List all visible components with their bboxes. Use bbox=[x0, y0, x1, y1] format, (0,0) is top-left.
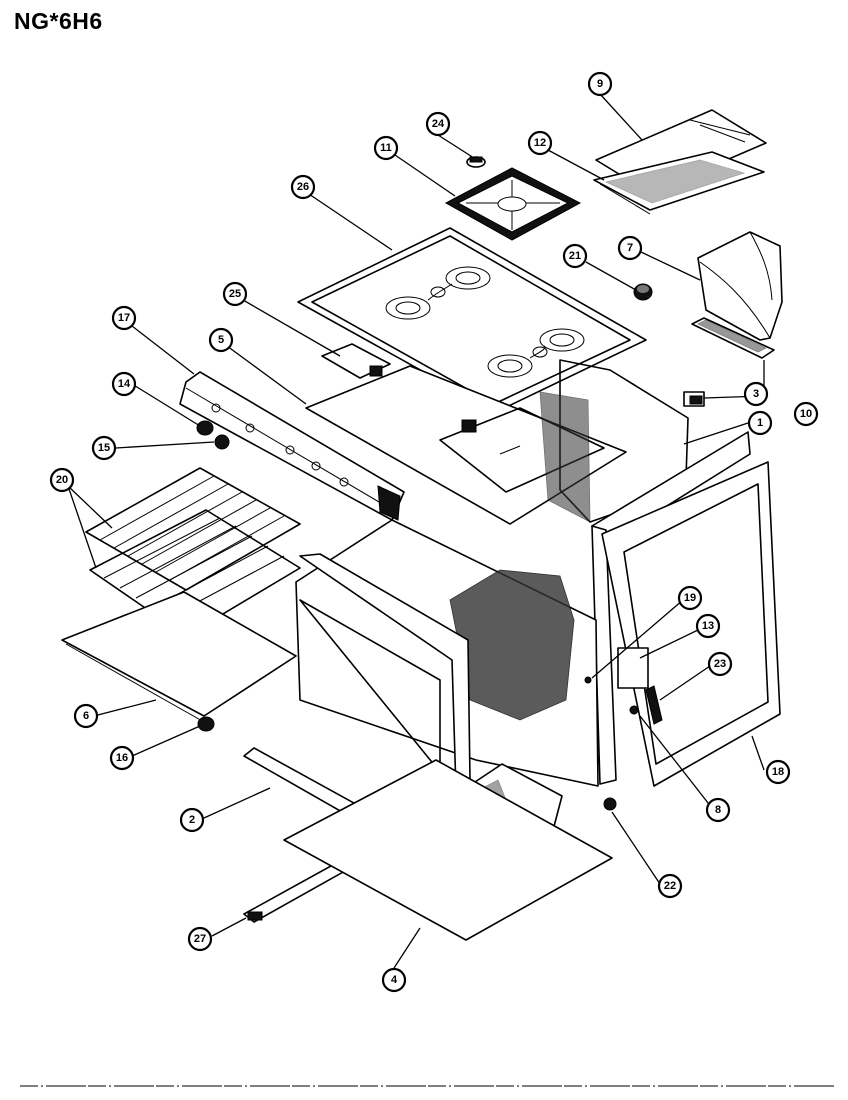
part-25-bracket bbox=[321, 343, 391, 379]
callout-5-label: 5 bbox=[218, 334, 224, 346]
callout-16: 16 bbox=[109, 745, 135, 771]
callout-23: 23 bbox=[707, 651, 733, 677]
callout-3: 3 bbox=[743, 381, 769, 407]
model-number-title: NG*6H6 bbox=[14, 8, 103, 34]
callout-15-label: 15 bbox=[98, 442, 110, 454]
callout-22: 22 bbox=[657, 873, 683, 899]
callout-20-label: 20 bbox=[56, 474, 68, 486]
callout-19-label: 19 bbox=[684, 592, 696, 604]
callout-2: 2 bbox=[179, 807, 205, 833]
callout-8: 8 bbox=[705, 797, 731, 823]
part-6-panel bbox=[61, 591, 297, 723]
part-15-knob bbox=[214, 434, 230, 450]
part-12-tray bbox=[593, 151, 765, 215]
part-24-small-part bbox=[466, 156, 486, 168]
callout-23-label: 23 bbox=[714, 658, 726, 670]
part-22-foot bbox=[603, 797, 617, 811]
callout-16-label: 16 bbox=[116, 752, 128, 764]
part-5-burner-box bbox=[305, 365, 627, 525]
callout-3-label: 3 bbox=[753, 388, 759, 400]
callout-8-label: 8 bbox=[715, 804, 721, 816]
part-4-base-pan bbox=[283, 759, 613, 941]
part-3-switch bbox=[683, 391, 705, 407]
part-18-side-panel bbox=[601, 461, 781, 787]
callout-27: 27 bbox=[187, 926, 213, 952]
callout-6-label: 6 bbox=[83, 710, 89, 722]
callout-26-label: 26 bbox=[297, 181, 309, 193]
callout-15: 15 bbox=[91, 435, 117, 461]
callout-6: 6 bbox=[73, 703, 99, 729]
callout-14-label: 14 bbox=[118, 378, 131, 390]
part-11-grate bbox=[444, 167, 582, 241]
part-17-control-panel bbox=[179, 371, 405, 521]
callout-22-label: 22 bbox=[664, 880, 676, 892]
callout-20: 20 bbox=[49, 467, 75, 493]
callout-27-label: 27 bbox=[194, 933, 206, 945]
callout-13-label: 13 bbox=[702, 620, 714, 632]
callout-10: 10 bbox=[793, 401, 819, 427]
part-23-igniter bbox=[645, 685, 663, 725]
callout-25: 25 bbox=[222, 281, 248, 307]
callout-17: 17 bbox=[111, 305, 137, 331]
callout-18: 18 bbox=[765, 759, 791, 785]
callout-24-label: 24 bbox=[432, 118, 445, 130]
callout-26: 26 bbox=[290, 174, 316, 200]
callout-11-label: 11 bbox=[380, 142, 392, 154]
part-7-backguard bbox=[697, 231, 783, 341]
callout-18-label: 18 bbox=[772, 766, 784, 778]
part-16-small-part bbox=[197, 716, 215, 732]
callout-7: 7 bbox=[617, 235, 643, 261]
callout-4-label: 4 bbox=[391, 974, 398, 986]
part-8-clip bbox=[629, 705, 639, 715]
callout-4: 4 bbox=[381, 967, 407, 993]
callout-12: 12 bbox=[527, 130, 553, 156]
part-13-valve bbox=[617, 647, 649, 689]
oven-cavity bbox=[295, 519, 599, 791]
callout-24: 24 bbox=[425, 111, 451, 137]
leader-lines bbox=[67, 93, 765, 969]
part-19-screw bbox=[584, 676, 592, 684]
callout-7-label: 7 bbox=[627, 242, 633, 254]
callout-1-label: 1 bbox=[757, 417, 763, 429]
callout-14: 14 bbox=[111, 371, 137, 397]
callout-1: 1 bbox=[747, 410, 773, 436]
callout-9: 9 bbox=[587, 71, 613, 97]
callout-13: 13 bbox=[695, 613, 721, 639]
part-10-trim bbox=[691, 317, 775, 359]
callout-12-label: 12 bbox=[534, 137, 546, 149]
callout-10-label: 10 bbox=[800, 408, 812, 420]
callout-11: 11 bbox=[373, 135, 399, 161]
callout-2-label: 2 bbox=[189, 814, 195, 826]
part-26-cooktop bbox=[297, 227, 647, 413]
callout-25-label: 25 bbox=[229, 288, 241, 300]
callout-17-label: 17 bbox=[118, 312, 130, 324]
callout-19: 19 bbox=[677, 585, 703, 611]
callout-5: 5 bbox=[208, 327, 234, 353]
callout-21-label: 21 bbox=[569, 250, 581, 262]
part-14-knob bbox=[196, 420, 214, 436]
callout-9-label: 9 bbox=[597, 78, 603, 90]
part-21-small-part bbox=[633, 283, 653, 301]
callout-21: 21 bbox=[562, 243, 588, 269]
